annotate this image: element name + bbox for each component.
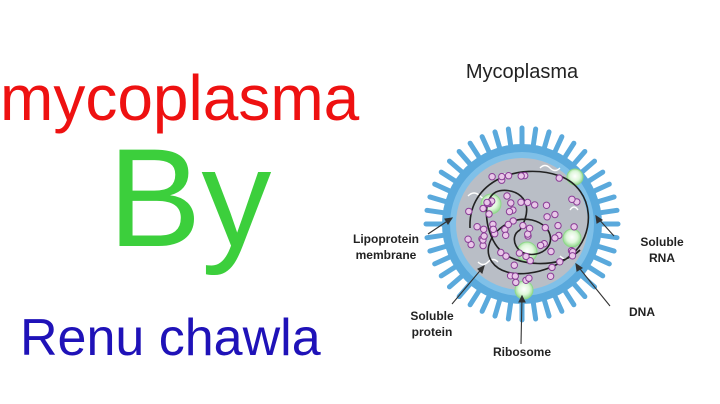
- ribosome-dot: [498, 172, 506, 181]
- ribosome-dot: [546, 272, 555, 280]
- label-ribosome: Ribosome: [493, 345, 551, 359]
- ribosome-dot: [541, 223, 549, 232]
- ribosome-dot: [502, 252, 510, 260]
- ribosome-dot: [517, 172, 525, 180]
- ribosome-dot: [554, 221, 562, 230]
- ribosome-dot: [568, 252, 577, 260]
- ribosome-dot: [531, 201, 539, 209]
- ribosome-dot: [517, 198, 525, 206]
- ribosome-dot: [536, 241, 545, 250]
- ribosome-dot: [548, 263, 556, 272]
- ribosome-dot: [512, 278, 520, 287]
- diagram-title: Mycoplasma: [466, 61, 579, 83]
- ribosome-dot: [502, 231, 510, 240]
- ribosomes: [464, 171, 581, 287]
- ribosome-dot: [483, 198, 491, 207]
- ribosome-dot: [507, 199, 515, 207]
- ribosome-dot: [465, 207, 473, 216]
- ribosome-dot: [526, 257, 534, 265]
- ribosome-dot: [570, 223, 578, 231]
- ribosome-dot: [551, 234, 559, 242]
- author-name: Renu chawla: [20, 309, 321, 367]
- main-title: mycoplasma: [0, 62, 360, 134]
- ribosome-dot: [480, 232, 488, 240]
- label-soluble-protein-line2: protein: [412, 325, 453, 339]
- ribosome-dot: [525, 224, 534, 233]
- ribosome-dot: [504, 172, 513, 180]
- ribosome-dot: [473, 223, 481, 231]
- ribosome-dot: [464, 235, 472, 243]
- ribosome-dot: [505, 207, 514, 216]
- ribosome-dot: [503, 192, 511, 200]
- ribosome-dot: [551, 210, 559, 219]
- ribosome-dot: [497, 248, 505, 257]
- ribosome-dot: [510, 261, 518, 269]
- ribosome-dot: [522, 252, 530, 261]
- ribosome-dot: [542, 201, 551, 210]
- ribosome-dot: [467, 240, 475, 249]
- label-lipoprotein-line1: Lipoprotein: [353, 232, 419, 246]
- ribosome-dot: [489, 225, 497, 234]
- ribosome-dot: [515, 249, 524, 257]
- by-text: By: [108, 119, 272, 276]
- ribosome-dot: [480, 225, 488, 234]
- dna-strand: [469, 170, 590, 275]
- ribosome-dot: [555, 174, 563, 182]
- ribosome-dot: [523, 198, 532, 207]
- ribosome-dot: [543, 213, 551, 221]
- label-soluble-rna-line2: RNA: [649, 251, 675, 265]
- ribosome-dot: [519, 221, 527, 230]
- ribosome-dot: [511, 272, 519, 280]
- ribosome-dot: [488, 173, 496, 181]
- label-soluble-protein-line1: Soluble: [410, 309, 454, 323]
- ribosome-dot: [485, 210, 493, 218]
- ribosome-dot: [479, 204, 487, 213]
- ribosome-dot: [556, 258, 564, 266]
- label-pointers: [427, 214, 615, 345]
- label-lipoprotein-line2: membrane: [356, 248, 417, 262]
- label-dna: DNA: [629, 305, 655, 319]
- ribosome-dot: [568, 195, 576, 204]
- ribosome-dot: [547, 247, 555, 256]
- ribosome-dot: [525, 274, 533, 282]
- ribosome-dot: [504, 220, 512, 229]
- ribosome-dot: [509, 217, 517, 225]
- label-soluble-rna-line1: Soluble: [640, 235, 684, 249]
